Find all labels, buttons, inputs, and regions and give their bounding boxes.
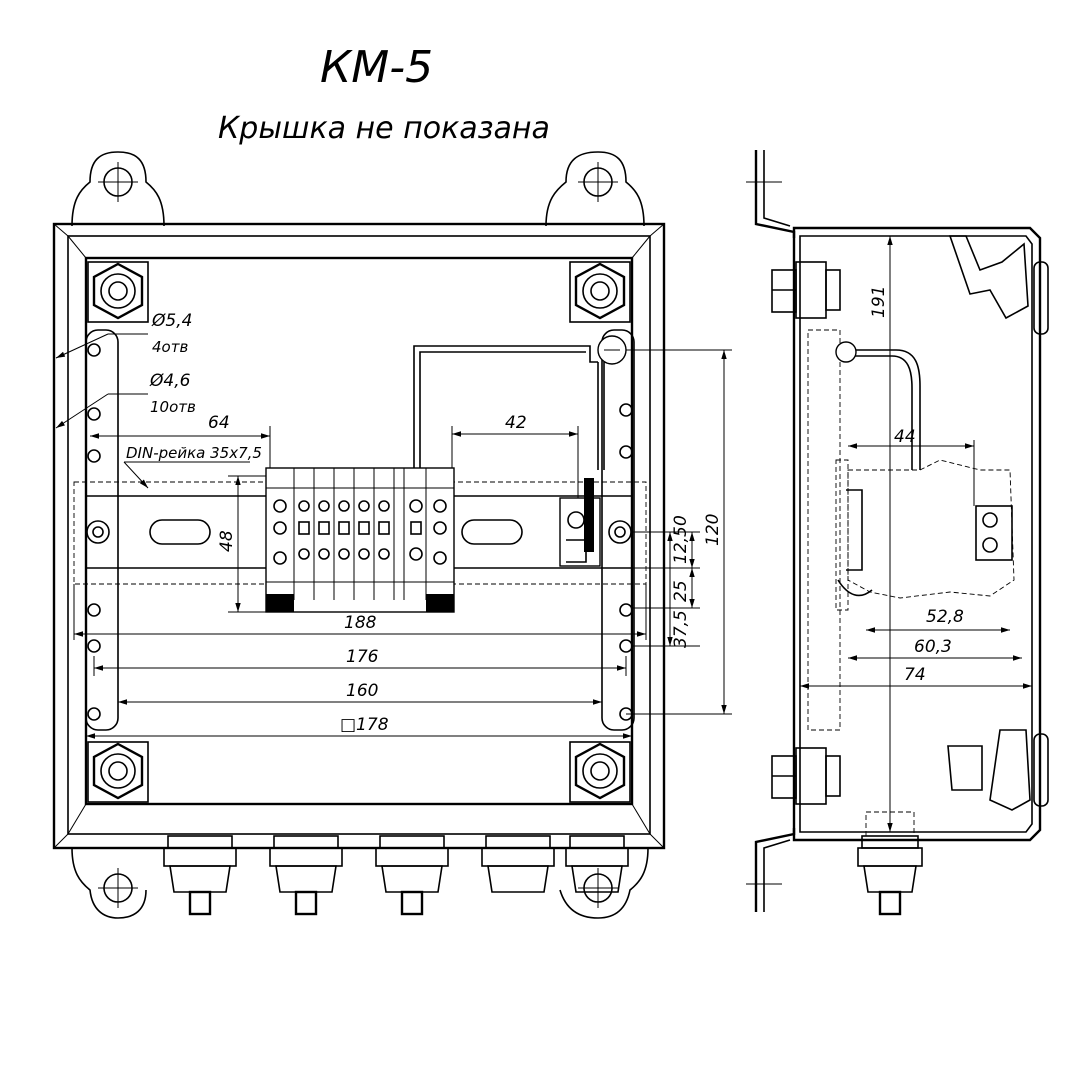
dim-191-label: 191 — [869, 286, 889, 318]
cable-glands — [163, 835, 629, 916]
dim-52-8-label: 52,8 — [926, 607, 964, 627]
dim-74-label: 74 — [904, 665, 926, 685]
plate-rail-right — [601, 329, 635, 731]
mounting-ear-bottom-right — [559, 847, 649, 919]
mounting-ear-bottom-left — [71, 847, 147, 919]
side-nuts — [771, 261, 841, 805]
mounting-ear-top-left — [71, 151, 165, 227]
side-dims — [800, 236, 1032, 832]
side-plate — [807, 329, 841, 731]
end-clamp — [559, 478, 601, 567]
dim-64 — [90, 426, 271, 468]
side-latch-bottom — [947, 745, 983, 791]
hole1-qty-label: 4отв — [152, 338, 188, 356]
mounting-ear-top-right — [545, 151, 645, 227]
terminal-block — [265, 467, 455, 613]
hole-callout-leaders — [55, 333, 250, 489]
side-body-outer — [792, 226, 1042, 842]
plate-rail-left — [85, 329, 119, 731]
side-latch-top — [948, 235, 1029, 320]
dim-120-label: 120 — [703, 514, 723, 546]
corner-nut-tr — [569, 261, 631, 323]
dims-right-stack — [626, 349, 732, 715]
dim-48 — [228, 475, 266, 613]
dim-176-label: 176 — [346, 647, 379, 667]
dim-44-label: 44 — [894, 427, 916, 447]
dim-12-5-label: 12,5 — [671, 526, 691, 564]
dim-42-label: 42 — [505, 413, 527, 433]
front-view: Ø5,4 4отв Ø4,6 10отв DIN-рейка 35х7,5 64… — [52, 151, 732, 919]
din-rail-label: DIN-рейка 35х7,5 — [126, 444, 262, 462]
corner-nut-br — [569, 741, 631, 803]
dims-bottom-stack — [73, 584, 647, 739]
dim-48-label: 48 — [217, 530, 237, 552]
side-view: 191 44 52,8 60,3 74 — [746, 150, 1049, 916]
dim-42 — [451, 426, 579, 498]
dim-25-label: 25 — [671, 580, 691, 602]
ground-wire — [413, 345, 598, 468]
dim-64-label: 64 — [208, 413, 230, 433]
hole2-qty-label: 10отв — [150, 398, 196, 416]
hole2-diameter-label: Ø4,6 — [149, 371, 191, 391]
dim-0-label: 0 — [671, 515, 691, 526]
drawing-title: КМ-5 — [320, 42, 433, 93]
corner-nut-tl — [87, 261, 149, 323]
dim-37-5-label: 37,5 — [671, 610, 691, 648]
plate-holes-left — [87, 343, 101, 721]
dim-60-3-label: 60,3 — [914, 637, 952, 657]
hole1-diameter-label: Ø5,4 — [151, 311, 192, 331]
dim-188-label: 188 — [344, 613, 377, 633]
dim-160-label: 160 — [346, 681, 378, 701]
drawing-subtitle: Крышка не показана — [218, 111, 550, 146]
enclosure-outer — [52, 222, 666, 850]
dim-178-label: □178 — [340, 715, 389, 735]
corner-nut-bl — [87, 741, 149, 803]
